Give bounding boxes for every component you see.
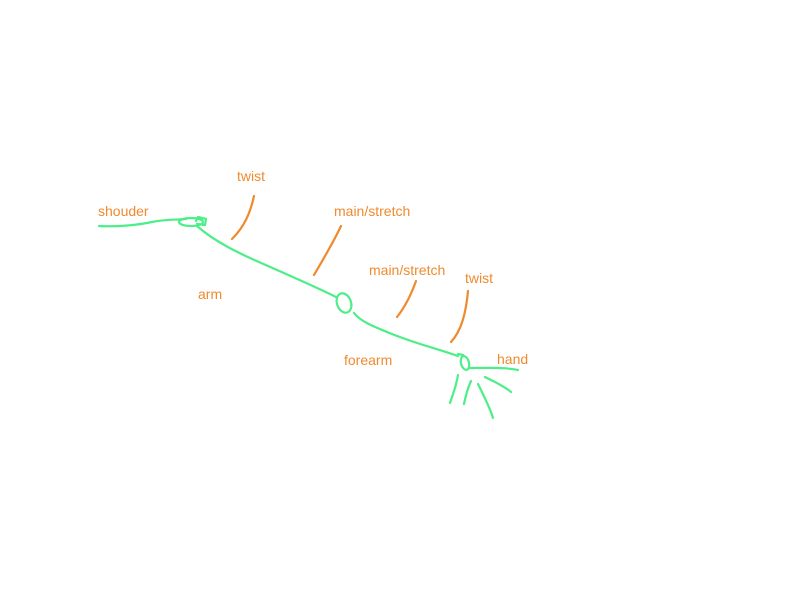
finger-bone-3 [476, 382, 495, 420]
label-shoulder: shouder [98, 203, 149, 219]
leader-main-stretch-upper [312, 224, 343, 277]
elbow-joint [335, 292, 353, 314]
label-twist-upper: twist [237, 168, 265, 184]
label-main-stretch-upper: main/stretch [334, 203, 411, 219]
wrist-tick [456, 352, 465, 357]
leader-twist-upper [230, 194, 256, 241]
shoulder-bone [97, 217, 188, 228]
label-hand: hand [497, 351, 529, 367]
finger-bone-1 [448, 373, 460, 405]
leader-twist-lower [449, 289, 470, 344]
hand-bone [468, 366, 520, 372]
leader-main-stretch-lower [395, 279, 418, 319]
label-twist-lower: twist [465, 270, 493, 286]
upper-arm-bone [195, 224, 338, 299]
label-main-stretch-lower: main/stretch [369, 262, 446, 278]
bone-chain [97, 215, 520, 420]
wrist-joint [459, 355, 471, 371]
shoulder-joint-hook [194, 215, 208, 227]
finger-bone-2 [462, 379, 473, 406]
label-forearm: forearm [344, 352, 393, 368]
annotation-leaders [230, 194, 470, 344]
label-arm: arm [198, 286, 223, 302]
finger-bone-4 [483, 375, 513, 394]
forearm-bone [352, 311, 460, 358]
shoulder-joint [177, 216, 205, 228]
